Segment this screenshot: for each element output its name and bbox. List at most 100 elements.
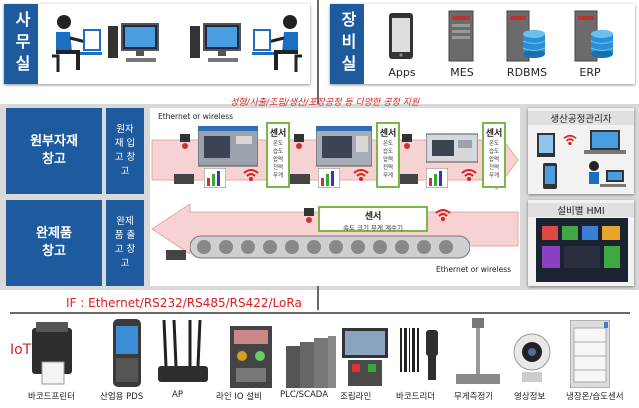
raw-material-warehouse: 원부자재 창고 bbox=[6, 108, 102, 194]
desktop-computer-icon bbox=[108, 23, 159, 62]
equipment-label-mes: MES bbox=[450, 66, 474, 79]
raw-warehouse-title: 원부자재 창고 bbox=[30, 134, 78, 167]
equipment-panel: 장비실 Apps MES RDBMS ERP bbox=[330, 4, 635, 84]
rugged-pda-icon bbox=[113, 319, 141, 387]
iot-device-label: PLC/SCADA bbox=[280, 390, 329, 400]
refrigerator-sensor-icon bbox=[570, 320, 610, 388]
sensor-item: 전력 bbox=[382, 165, 394, 171]
sensor-item: 무게 bbox=[272, 173, 284, 179]
connector-line bbox=[317, 280, 319, 310]
office-panel: 사무실 bbox=[4, 4, 310, 84]
office-worker-icon bbox=[52, 15, 102, 72]
iot-device-label: 냉장온/습도센서 bbox=[566, 392, 624, 402]
hmi-screen-icon bbox=[536, 218, 628, 282]
equipment-title: 장비실 bbox=[338, 11, 357, 77]
plc-scada-icon bbox=[286, 336, 336, 388]
sensor-box: 센서 온도 습도 압력 전력 무게 bbox=[482, 122, 506, 188]
wifi-icon bbox=[243, 169, 259, 181]
sensor-device-icon bbox=[294, 134, 304, 149]
finished-outbound-box: 완제품 출고 창고 bbox=[106, 200, 144, 286]
database-icon bbox=[574, 10, 614, 62]
sensor-item: 온도 bbox=[488, 141, 500, 147]
interface-label: IF : Ethernet/RS232/RS485/RS422/LoRa bbox=[66, 296, 302, 310]
sensor-device-icon bbox=[402, 134, 412, 149]
sensor-item: 전력 bbox=[488, 165, 500, 171]
sensor-item: 온도 bbox=[382, 141, 394, 147]
hmi-title: 설비별 HMI bbox=[528, 203, 634, 217]
chart-monitor-icon bbox=[204, 168, 226, 188]
sensor-item: 무게 bbox=[382, 173, 394, 179]
hmi-panel: 설비별 HMI bbox=[528, 200, 634, 286]
iot-label: IoT bbox=[10, 342, 32, 358]
equipment-label-apps: Apps bbox=[388, 66, 416, 79]
sensor-item: 압력 bbox=[272, 157, 284, 163]
wifi-icon bbox=[563, 134, 577, 146]
sensor-item: 전력 bbox=[272, 165, 284, 171]
finished-warehouse-title: 완제품 창고 bbox=[36, 226, 72, 259]
iot-device-label: 산업용 PDS bbox=[100, 392, 144, 402]
sensor-item: 습도 bbox=[382, 149, 394, 155]
tablet-icon bbox=[389, 13, 413, 59]
finished-outbound-label: 완제품 출고 창고 bbox=[114, 216, 136, 269]
iot-device-label: 조립라인 bbox=[340, 392, 372, 402]
raw-inbound-box: 원자재 입고 창고 bbox=[106, 108, 144, 194]
tablet-icon bbox=[537, 133, 555, 157]
chart-monitor-icon bbox=[426, 168, 448, 188]
sensor-item: 압력 bbox=[382, 157, 394, 163]
server-icon bbox=[448, 10, 474, 62]
wifi-icon bbox=[435, 209, 451, 221]
finished-goods-warehouse: 완제품 창고 bbox=[6, 200, 102, 286]
laptop-icon bbox=[584, 130, 626, 154]
sensor-title: 센서 bbox=[379, 129, 397, 139]
equipment-label-rdbms: RDBMS bbox=[506, 66, 548, 79]
sensor-item: 온도 bbox=[272, 141, 284, 147]
access-point-icon bbox=[158, 320, 208, 382]
raw-inbound-label: 원자재 입고 창고 bbox=[114, 124, 136, 177]
office-worker-icon bbox=[252, 15, 302, 72]
sensor-title: 센서 bbox=[485, 129, 503, 139]
equipment-label-erp: ERP bbox=[579, 66, 601, 79]
barcode-printer-icon bbox=[32, 322, 72, 385]
io-device-icon bbox=[398, 174, 418, 184]
io-device-icon bbox=[166, 250, 186, 260]
office-title: 사무실 bbox=[12, 11, 31, 77]
office-title-box: 사무실 bbox=[4, 4, 38, 84]
interface-bus-line bbox=[10, 312, 630, 314]
sensor-box: 센서 온도 습도 압력 전력 무게 bbox=[266, 122, 290, 188]
iot-device-label: 무게측정기 bbox=[454, 392, 494, 402]
equipment-title-box: 장비실 bbox=[330, 4, 364, 84]
bottom-sensor-box: 센서 속도 크기 무게 계수기 bbox=[318, 206, 428, 232]
camera-icon bbox=[513, 333, 551, 382]
desktop-computer-icon bbox=[190, 23, 241, 62]
bottom-sensor-text: 속도 크기 무게 계수기 bbox=[342, 224, 404, 232]
sensor-item: 압력 bbox=[488, 157, 500, 163]
weighing-scale-icon bbox=[456, 318, 500, 384]
process-panel: 성형/사출/조립/생산/포장공정 등 다양한 공정 지원 Ethernet or… bbox=[150, 98, 520, 286]
ethernet-label-bottom: Ethernet or wireless bbox=[436, 265, 512, 274]
cnc-machine-icon bbox=[316, 126, 372, 167]
sensor-title: 센서 bbox=[269, 129, 287, 139]
iot-device-label: 라인 IO 설비 bbox=[216, 392, 262, 402]
cnc-machine-icon bbox=[426, 133, 478, 163]
process-banner: 성형/사출/조립/생산/포장공정 등 다양한 공정 지원 bbox=[230, 98, 420, 108]
sensor-item: 습도 bbox=[488, 149, 500, 155]
sensor-device-icon bbox=[180, 134, 190, 149]
connector-line bbox=[317, 0, 319, 104]
database-icon bbox=[506, 10, 546, 62]
sensor-item: 습도 bbox=[272, 149, 284, 155]
manager-worker-icon bbox=[589, 161, 626, 187]
wifi-icon bbox=[353, 169, 369, 181]
iot-device-label: AP bbox=[172, 390, 183, 400]
io-device-icon bbox=[290, 174, 310, 184]
bottom-sensor-title: 센서 bbox=[364, 212, 382, 222]
manager-title: 생산공정관리자 bbox=[528, 111, 634, 125]
assembly-line-icon bbox=[342, 328, 388, 386]
wifi-icon bbox=[461, 169, 477, 181]
cnc-machine-icon bbox=[198, 126, 258, 167]
manager-panel: 생산공정관리자 bbox=[528, 108, 634, 194]
line-io-equipment-icon bbox=[230, 326, 272, 388]
ethernet-label-top: Ethernet or wireless bbox=[158, 112, 234, 121]
iot-panel: IoT 바코드프린터 산업용 PDS AP 라인 IO 설비 PLC/SCADA… bbox=[4, 314, 635, 406]
io-device-icon bbox=[174, 174, 194, 184]
iot-device-label: 바코드프린터 bbox=[28, 392, 75, 402]
